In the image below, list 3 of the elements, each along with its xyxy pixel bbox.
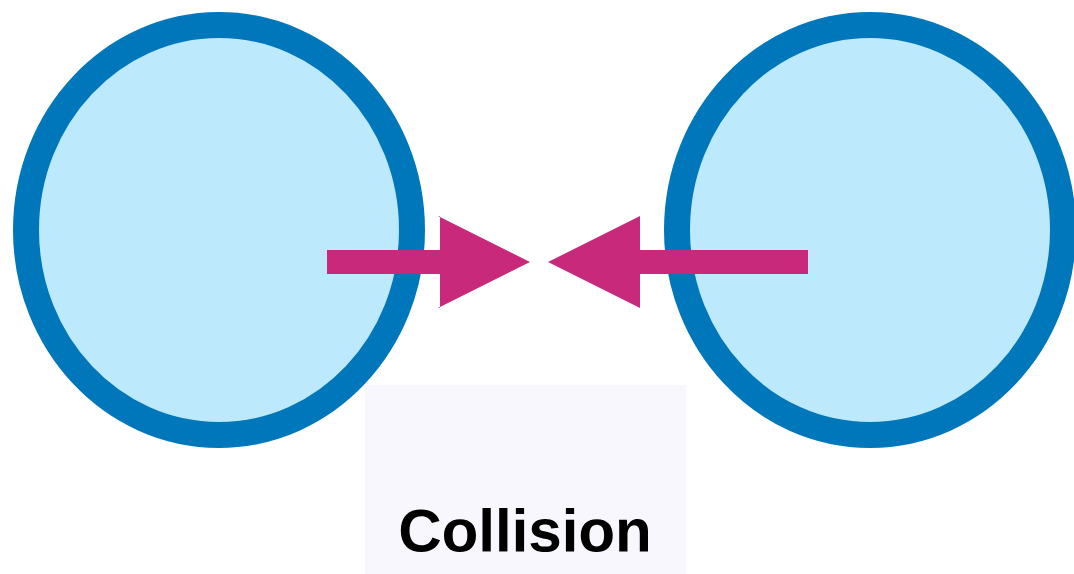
ball — [13, 12, 425, 448]
caption-label: Collision — [365, 385, 686, 574]
ball — [664, 12, 1074, 448]
